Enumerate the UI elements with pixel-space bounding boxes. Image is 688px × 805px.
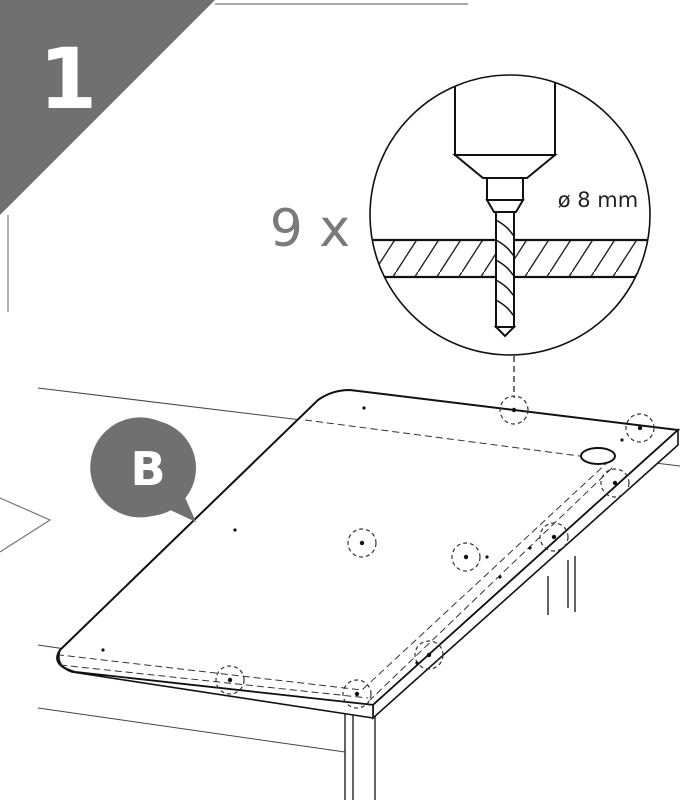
dashed-circle-icon xyxy=(625,413,655,443)
dashed-circle-icon xyxy=(414,640,444,670)
dashed-circle-icon xyxy=(539,522,569,552)
hole-dots xyxy=(101,406,643,697)
drill-detail-callout: ø 8 mm xyxy=(369,74,651,356)
dashed-circle-icon xyxy=(499,395,529,425)
dashed-circle-icon xyxy=(215,665,245,695)
drill-bit-icon xyxy=(452,75,558,338)
arrow-decoration xyxy=(0,497,52,553)
hole-markers xyxy=(215,395,655,709)
dashed-circle-icon xyxy=(347,528,377,558)
table-top-part-b xyxy=(56,388,681,720)
step-badge: 1 xyxy=(0,0,468,312)
part-letter: B xyxy=(130,442,165,496)
dashed-circle-icon xyxy=(451,542,481,572)
dashed-circle-icon xyxy=(342,679,372,709)
part-label-badge: B xyxy=(90,417,196,522)
quantity-label: 9 x xyxy=(270,199,350,259)
dashed-circle-icon xyxy=(600,468,630,498)
drill-diameter-label: ø 8 mm xyxy=(558,188,638,212)
step-number: 1 xyxy=(39,30,97,128)
